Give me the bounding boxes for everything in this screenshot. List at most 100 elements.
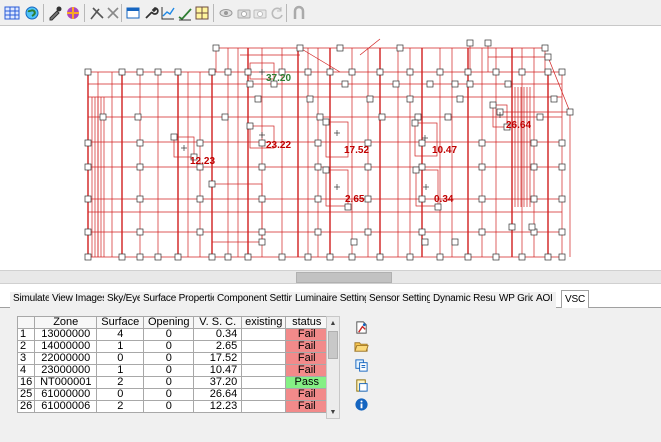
x-icon[interactable]	[104, 4, 122, 22]
existing-cell[interactable]	[241, 400, 287, 413]
existing-cell[interactable]	[241, 352, 287, 365]
vsc-cell[interactable]: 10.47	[193, 364, 243, 377]
surface-cell[interactable]: 2	[96, 376, 145, 389]
vertex-handle	[530, 163, 538, 171]
surface-cell[interactable]: 2	[96, 400, 145, 413]
opening-cell[interactable]: 0	[143, 340, 195, 353]
surface-cell[interactable]: 4	[96, 328, 145, 341]
zone-cell[interactable]: 14000000	[34, 340, 98, 353]
column-header-opening[interactable]: Opening	[143, 316, 195, 329]
open-folder-icon[interactable]	[353, 338, 369, 354]
vsc-cell[interactable]: 37.20	[193, 376, 243, 389]
table-row[interactable]: 3 22000000 0 0 17.52 Fail	[16, 352, 329, 365]
tab-dynamic-results[interactable]: Dynamic Results	[430, 292, 509, 308]
zone-cell[interactable]: 23000000	[34, 364, 98, 377]
existing-cell[interactable]	[241, 376, 287, 389]
vsc-cell[interactable]: 0.34	[193, 328, 243, 341]
magnet-icon[interactable]	[290, 4, 308, 22]
existing-cell[interactable]	[241, 364, 287, 377]
table-grid-icon[interactable]	[193, 4, 211, 22]
tab-sky-eye[interactable]: Sky/Eye	[104, 292, 146, 308]
scrollbar-thumb[interactable]	[328, 331, 338, 359]
copy-table-icon[interactable]	[353, 357, 369, 373]
globe-refresh-icon[interactable]	[23, 4, 41, 22]
eye-icon[interactable]	[217, 4, 235, 22]
wrench-icon[interactable]	[142, 4, 160, 22]
drawing-canvas[interactable]: 37.20 23.22 17.52 10.47 26.64 12.23 2.65…	[0, 27, 661, 270]
scroll-up-arrow-icon[interactable]: ▲	[329, 319, 337, 327]
camera-disabled-icon[interactable]	[251, 4, 269, 22]
canvas-horizontal-scrollbar[interactable]	[0, 270, 661, 284]
column-header-surface[interactable]: Surface	[96, 316, 145, 329]
vertex-handle	[530, 139, 538, 147]
table-vertical-scrollbar[interactable]: ▲ ▼	[326, 316, 340, 419]
surface-cell[interactable]: 1	[96, 364, 145, 377]
status-cell[interactable]: Pass	[285, 376, 329, 389]
opening-cell[interactable]: 0	[143, 400, 195, 413]
existing-cell[interactable]	[241, 388, 287, 401]
tab-simulate[interactable]: Simulate	[10, 292, 54, 308]
vsc-cell[interactable]: 2.65	[193, 340, 243, 353]
sphere-icon[interactable]	[64, 4, 82, 22]
surface-cell[interactable]: 0	[96, 388, 145, 401]
tab-aoi[interactable]: AOI	[533, 292, 556, 308]
table-row[interactable]: 16 NT000001 2 0 37.20 Pass	[16, 376, 329, 389]
column-header-status[interactable]: status	[285, 316, 329, 329]
status-cell[interactable]: Fail	[285, 352, 329, 365]
zone-cell[interactable]: 61000000	[34, 388, 98, 401]
refresh-disabled-icon[interactable]	[268, 4, 286, 22]
column-header-zone[interactable]: Zone	[34, 316, 98, 329]
zone-cell[interactable]: NT000001	[34, 376, 98, 389]
scroll-down-arrow-icon[interactable]: ▼	[329, 408, 337, 416]
tab-vsc[interactable]: VSC	[561, 290, 589, 309]
camera-icon[interactable]	[235, 4, 253, 22]
vertex-handle	[464, 253, 472, 261]
status-cell[interactable]: Fail	[285, 400, 329, 413]
grid-icon[interactable]	[3, 4, 21, 22]
scrollbar-thumb[interactable]	[296, 272, 392, 283]
pen-cross-icon[interactable]	[88, 4, 106, 22]
zone-cell[interactable]: 61000006	[34, 400, 98, 413]
table-row[interactable]: 26 61000006 2 0 12.23 Fail	[16, 400, 329, 413]
table-row[interactable]: 1 13000000 4 0 0.34 Fail	[16, 328, 329, 341]
status-cell[interactable]: Fail	[285, 364, 329, 377]
surface-cell[interactable]: 0	[96, 352, 145, 365]
column-header-existing[interactable]: existing	[241, 316, 287, 329]
table-row[interactable]: 4 23000000 1 0 10.47 Fail	[16, 364, 329, 377]
tab-wp-grid[interactable]: WP Grid	[496, 292, 539, 308]
opening-cell[interactable]: 0	[143, 364, 195, 377]
vsc-cell[interactable]: 12.23	[193, 400, 243, 413]
tab-component-settings[interactable]: Component Settings	[214, 292, 308, 308]
zone-cell[interactable]: 22000000	[34, 352, 98, 365]
status-cell[interactable]: Fail	[285, 340, 329, 353]
existing-cell[interactable]	[241, 328, 287, 341]
vsc-cell[interactable]: 17.52	[193, 352, 243, 365]
eye-dropper-icon[interactable]	[46, 4, 64, 22]
column-header-index[interactable]	[16, 316, 36, 329]
tab-view-images[interactable]: View Images	[49, 292, 110, 308]
status-cell[interactable]: Fail	[285, 328, 329, 341]
opening-cell[interactable]: 0	[143, 388, 195, 401]
existing-cell[interactable]	[241, 340, 287, 353]
table-row[interactable]: 25 61000000 0 0 26.64 Fail	[16, 388, 329, 401]
tab-luminaire-settings[interactable]: Luminaire Settings	[292, 292, 378, 308]
table-row[interactable]: 2 14000000 1 0 2.65 Fail	[16, 340, 329, 353]
column-header-vsc[interactable]: V. S. C.	[193, 316, 243, 329]
toolbar-separator	[213, 4, 214, 22]
run-calc-icon[interactable]	[353, 319, 369, 335]
vertex-handle	[224, 68, 232, 76]
opening-cell[interactable]: 0	[143, 376, 195, 389]
window-icon[interactable]	[124, 4, 142, 22]
checklist-icon[interactable]	[176, 4, 194, 22]
opening-cell[interactable]: 0	[143, 328, 195, 341]
surface-cell[interactable]: 1	[96, 340, 145, 353]
info-icon[interactable]	[353, 396, 369, 412]
status-cell[interactable]: Fail	[285, 388, 329, 401]
chart-plot-icon[interactable]	[159, 4, 177, 22]
paste-table-icon[interactable]	[353, 377, 369, 393]
opening-cell[interactable]: 0	[143, 352, 195, 365]
zone-cell[interactable]: 13000000	[34, 328, 98, 341]
tab-surface-properties[interactable]: Surface Properties	[140, 292, 226, 308]
tab-sensor-settings[interactable]: Sensor Settings	[366, 292, 440, 308]
vsc-cell[interactable]: 26.64	[193, 388, 243, 401]
